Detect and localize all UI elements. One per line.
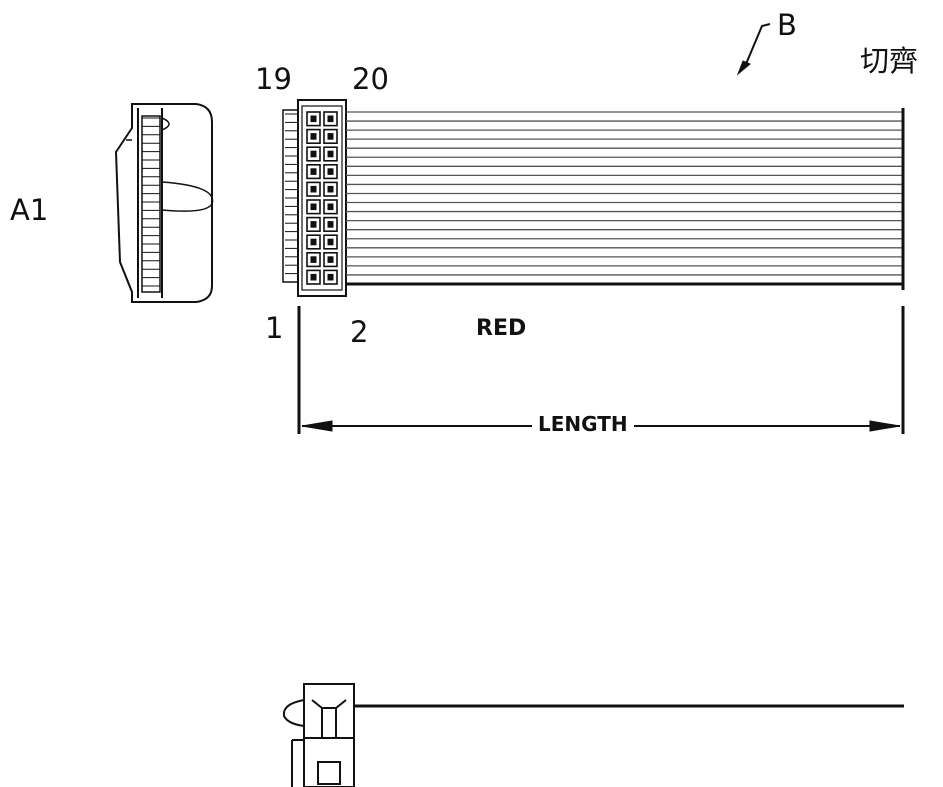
pin-cavity [306, 199, 321, 215]
pin-contact [310, 238, 317, 246]
pin-cavity [306, 181, 321, 197]
pin-cavity [323, 252, 338, 268]
pin-contact [310, 168, 317, 175]
pin-contact [327, 133, 334, 140]
pin-cavity [323, 234, 338, 250]
pin-contact [327, 115, 334, 123]
connector-a1-label: A1 [10, 193, 49, 227]
length-arrow-left [301, 420, 333, 432]
pin-contact [310, 150, 317, 158]
pin-cavity [306, 216, 321, 233]
pin-contact [327, 238, 334, 246]
pin-cavity [323, 199, 338, 215]
pin-cavity [306, 146, 321, 162]
pin-1-label: 1 [265, 311, 284, 345]
pin-cavity [323, 269, 338, 285]
pin-contact [310, 115, 317, 123]
pin-contact [327, 185, 334, 193]
pin-contact [310, 256, 317, 263]
pin-cavity [323, 146, 338, 162]
length-dimension [297, 306, 905, 434]
pin-cavity [323, 181, 338, 197]
side-view-latch-window [317, 761, 341, 785]
b-leader-arrow [736, 23, 771, 76]
pin-contact [327, 256, 334, 263]
pin-19-label: 19 [255, 62, 292, 96]
pin-contact [327, 150, 334, 158]
pin-cavity [323, 128, 338, 145]
connector-a1-side-view [114, 103, 214, 303]
pin-20-label: 20 [352, 62, 389, 96]
pin-contact [310, 221, 317, 228]
side-view-connector-body [303, 683, 355, 787]
pin-contact [327, 273, 334, 281]
ribbon-cable-wires [346, 111, 902, 286]
pin-2-label: 2 [350, 315, 369, 349]
pin-cavity [323, 111, 338, 127]
cable-b-label: B [777, 8, 797, 42]
connector-pin-grid [306, 111, 338, 285]
red-wire-label: RED [476, 316, 527, 341]
pin-cavity [323, 216, 338, 233]
length-arrow-right [869, 420, 901, 432]
pin-contact [310, 133, 317, 140]
pin-cavity [306, 269, 321, 285]
cut-flush-note: 切齊 [860, 44, 919, 78]
pin-cavity [306, 252, 321, 268]
pin-contact [310, 273, 317, 281]
pin-contact [310, 203, 317, 211]
pin-cavity [306, 164, 321, 180]
connector-side-ribs [285, 113, 299, 275]
pin-cavity [306, 234, 321, 250]
pin-cavity [306, 128, 321, 145]
pin-contact [310, 185, 317, 193]
connector-a1-contacts [142, 117, 160, 287]
connector-front-view [282, 99, 347, 297]
pin-contact [327, 203, 334, 211]
pin-contact [327, 168, 334, 175]
length-label: LENGTH [532, 414, 634, 434]
pin-contact [327, 221, 334, 228]
bottom-side-view [282, 683, 904, 787]
pin-cavity [306, 111, 321, 127]
pin-cavity [323, 164, 338, 180]
